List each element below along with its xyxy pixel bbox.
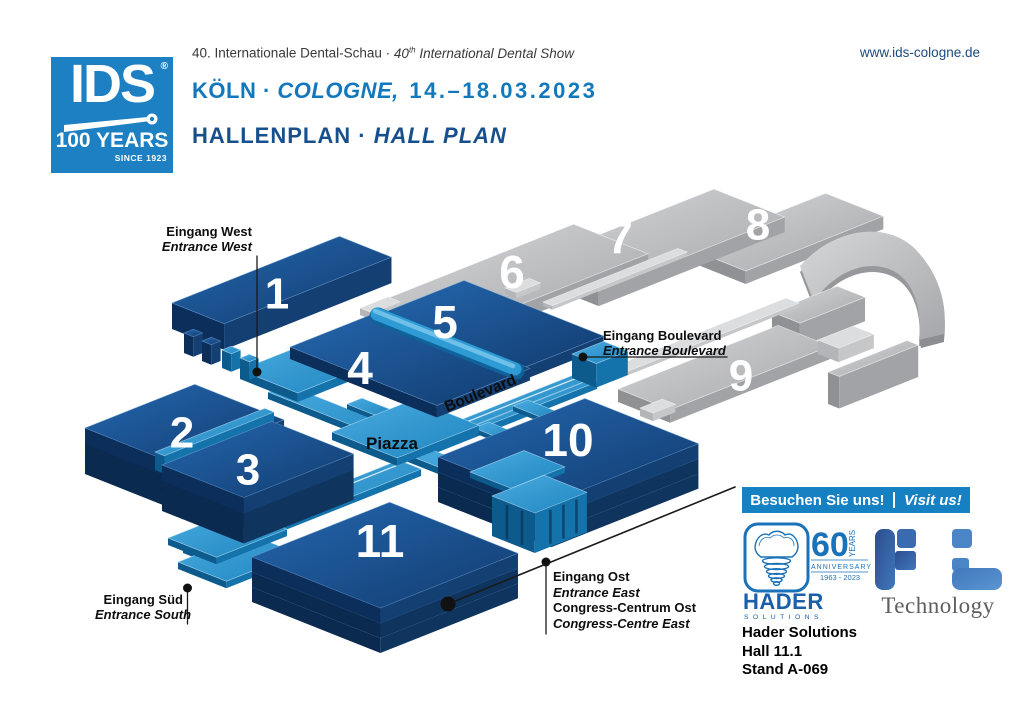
east-entrance-building (491, 474, 588, 554)
piazza-label: Piazza (366, 434, 419, 453)
hall-number-9: 9 (729, 351, 753, 400)
gray-strip-67 (542, 247, 689, 310)
anniversary-label: ANNIVERSARY (811, 564, 872, 571)
congress-centre-en: Congress-Centre East (553, 615, 690, 631)
kl-technology-logo: Technology (875, 529, 1002, 618)
gray-block-b (817, 325, 875, 363)
hader-solutions-logo: 60 YEARS ANNIVERSARY 1963 - 2023 HADER S… (743, 522, 872, 621)
plan-en: HALL PLAN (373, 123, 507, 148)
hall-number-8: 8 (746, 200, 770, 249)
technology-word: Technology (881, 593, 994, 618)
subtitle-de: 40. Internationale Dental-Schau (192, 45, 382, 61)
dental-mirror-icon (64, 113, 158, 132)
hall-number-2: 2 (170, 408, 194, 457)
ids-logo-word: IDS (69, 54, 156, 114)
hall-number-5: 5 (432, 296, 458, 348)
subtitle-en-rest: International Dental Show (415, 45, 574, 61)
city-sep: · (262, 78, 271, 103)
hall-1-leg (183, 328, 204, 357)
city-de: KÖLN (192, 78, 257, 103)
hall-number-7: 7 (607, 211, 633, 263)
visit-us-banner: Besuchen Sie uns! Visit us! (742, 487, 970, 513)
hall-1-leg (221, 345, 242, 372)
hall-1-leg (201, 336, 222, 365)
kl-tiles-icon (875, 529, 1002, 590)
booth-hall: Hall 11.1 (742, 642, 803, 660)
entrance-boulevard-en: Entrance Boulevard (603, 343, 726, 358)
subtitle-en-sup: th (408, 45, 416, 54)
gray-stub (504, 278, 542, 299)
registered-icon: ® (160, 61, 168, 72)
dental-implant-icon (754, 530, 799, 587)
hall-1 (171, 236, 393, 350)
ids-logo-years: 100 YEARS (55, 129, 169, 152)
banner-divider (893, 492, 895, 508)
banner-de: Besuchen Sie uns! (750, 491, 885, 509)
booth-company: Hader Solutions (742, 624, 858, 641)
show-date: 14.–18.03.2023 (409, 78, 598, 103)
hall-11 (251, 501, 519, 624)
subtitle-sep: · (385, 45, 391, 61)
entrance-west-de: Eingang West (166, 224, 252, 239)
entrance-east-en: Entrance East (553, 584, 640, 600)
banner-en: Visit us! (903, 491, 962, 509)
subtitle-en: 40th International Dental Show (393, 45, 574, 61)
hader-solutions-word: SOLUTIONS (744, 614, 823, 621)
hader-wordmark: HADER (743, 589, 824, 614)
entrance-south-en: Entrance South (95, 607, 192, 622)
entrance-west-en: Entrance West (161, 239, 252, 254)
hall-number-3: 3 (236, 445, 260, 494)
show-subtitle: 40. Internationale Dental-Schau · 40th I… (192, 45, 574, 61)
hall-3 (161, 420, 355, 514)
anniversary-dates: 1963 - 2023 (820, 573, 860, 582)
city-date-line: KÖLN · COLOGNE, 14.–18.03.2023 (192, 78, 597, 104)
subtitle-en-num: 40 (393, 45, 409, 61)
curved-building-cap (919, 334, 944, 348)
entrance-south-label: Eingang Süd Entrance South (95, 592, 192, 622)
website-url: www.ids-cologne.de (859, 45, 980, 60)
entrance-boulevard-label: Eingang Boulevard Entrance Boulevard (603, 328, 726, 358)
booth-stand: Stand A-069 (742, 661, 829, 678)
hall-number-11: 11 (356, 515, 405, 567)
ids-logo-since: SINCE 1923 (114, 153, 167, 163)
hall-number-6: 6 (499, 246, 525, 298)
entrance-east-label: Eingang Ost Entrance East Congress-Centr… (553, 569, 696, 631)
hall-number-4: 4 (347, 342, 373, 394)
ids-logo: IDS ® 100 YEARS SINCE 1923 (51, 54, 173, 173)
entrance-west-label: Eingang West Entrance West (140, 224, 252, 254)
gray-wall (827, 340, 920, 409)
entrance-south-de: Eingang Süd (103, 592, 183, 607)
booth-info: Hader Solutions Hall 11.1 Stand A-069 (742, 624, 857, 680)
plan-de: HALLENPLAN (192, 123, 352, 148)
anniversary-years: YEARS (848, 530, 857, 557)
anniversary-number: 60 (811, 526, 849, 564)
entrance-east-de: Eingang Ost (553, 569, 630, 584)
hall-number-1: 1 (265, 269, 289, 318)
hall-number-10: 10 (542, 414, 593, 466)
congress-centre-de: Congress-Centrum Ost (553, 600, 697, 615)
hall-4 (289, 309, 531, 418)
city-en: COLOGNE, (277, 78, 399, 103)
plan-sep: · (358, 123, 367, 148)
page-title: HALLENPLAN · HALL PLAN (192, 123, 507, 149)
gray-stub (639, 398, 677, 422)
curved-building (800, 231, 945, 340)
entrance-boulevard-de: Eingang Boulevard (603, 328, 722, 343)
